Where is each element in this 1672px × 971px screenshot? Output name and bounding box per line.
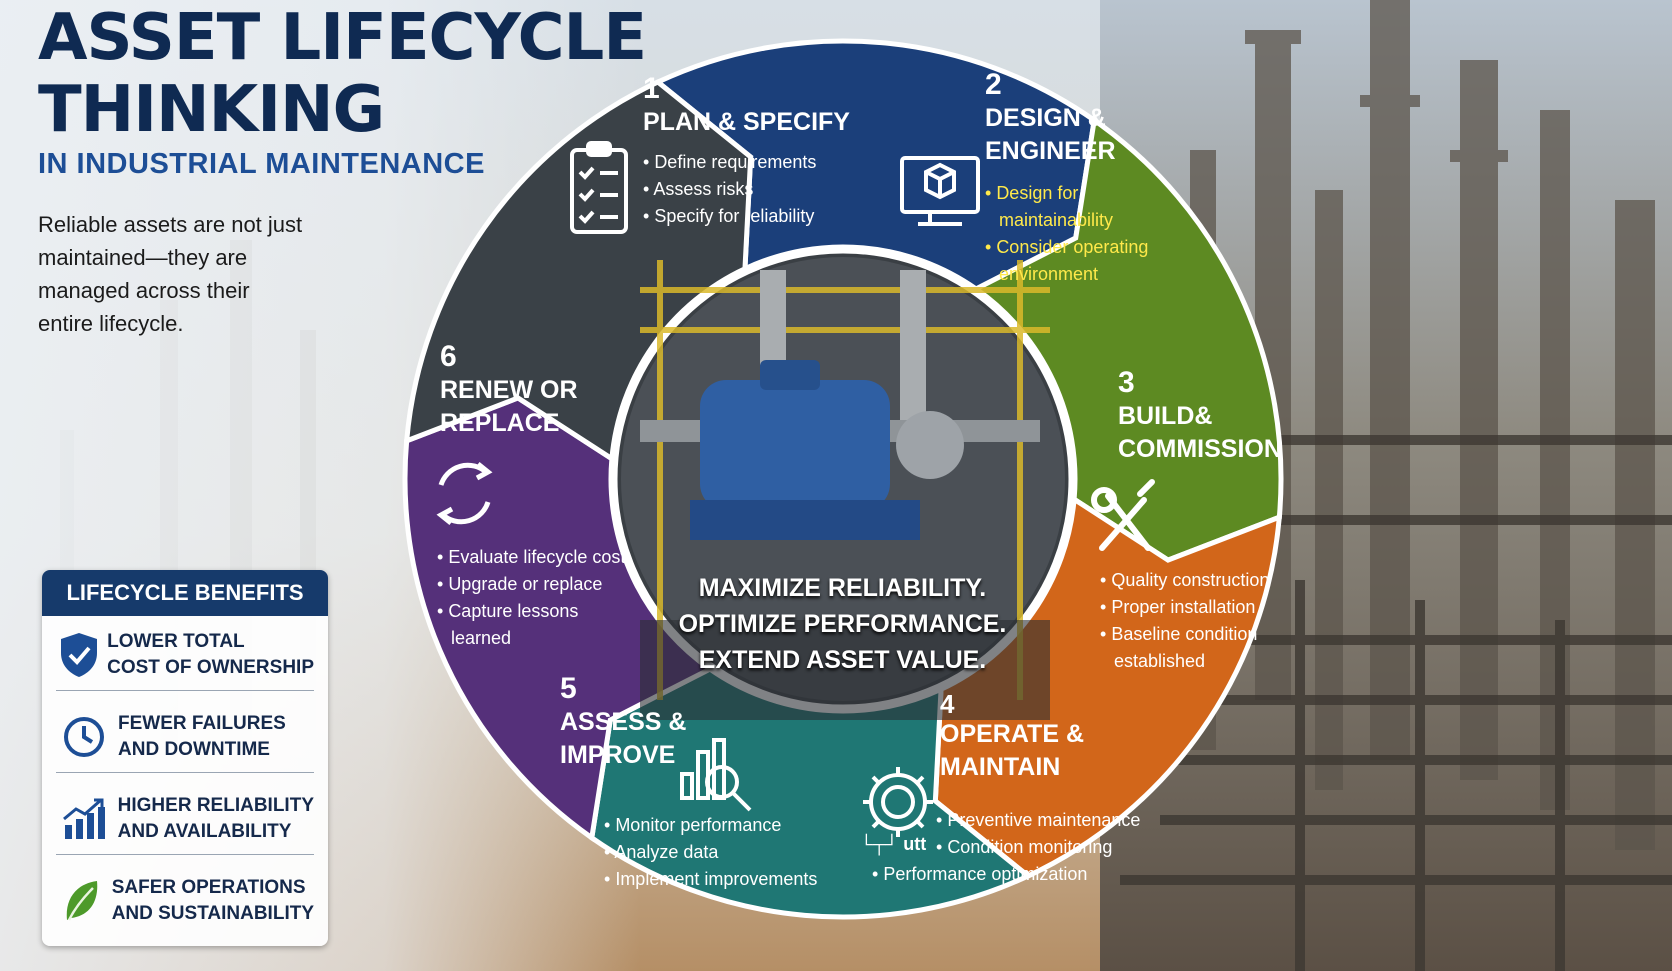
page-subtitle: IN INDUSTRIAL MAINTENANCE (38, 148, 485, 180)
bullet-item: environment (999, 264, 1099, 284)
clipboard-checklist-icon (570, 141, 628, 234)
slogan-line: EXTEND ASSET VALUE. (698, 646, 987, 674)
benefits-heading: LIFECYCLE BENEFITS (42, 570, 328, 616)
benefit-line: AND AVAILABILITY (117, 821, 292, 842)
stage-title: IMPROVE (560, 741, 676, 769)
page-title: ASSET LIFECYCLE THINKING (38, 1, 647, 147)
stage-title: REPLACE (440, 409, 560, 437)
stage-title: ASSESS & (560, 708, 687, 736)
benefit-line: AND SUSTAINABILITY (111, 903, 314, 924)
segment-design-engineer (971, 115, 1284, 563)
bullet-item: Specify for reliability (643, 203, 850, 230)
bar-chart-up-icon (56, 791, 112, 847)
benefit-line: SAFER OPERATIONS (111, 877, 306, 898)
slogan-line: MAXIMIZE RELIABILITY. (698, 574, 987, 602)
bullet-item: learned (451, 628, 512, 648)
bullet-item: Upgrade or replace (437, 571, 625, 598)
benefits-panel: LIFECYCLE BENEFITS LOWER TOTAL COST OF O… (42, 570, 328, 946)
bullet-item: Consider operating (985, 234, 1148, 261)
stage-4-icon-caption: └┬┘ utt (860, 834, 927, 854)
clock-icon (56, 709, 112, 765)
stage-title: DESIGN & (985, 104, 1106, 132)
bullet-item: Implement improvements (604, 866, 817, 893)
bullet-item: Capture lessons (437, 598, 625, 625)
wrench-screwdriver-icon (1091, 479, 1155, 551)
stage-title: BUILD& (1118, 402, 1213, 430)
bullet-item: Design for (985, 180, 1148, 207)
intro-line: managed across their (38, 278, 250, 303)
bullet-item: Evaluate lifecycle cost (437, 544, 625, 571)
stage-title: COMMISSION (1118, 435, 1282, 463)
benefit-label: LOWER TOTAL COST OF OWNERSHIP (107, 629, 314, 681)
stage-bullets: Design for maintainability Consider oper… (985, 180, 1148, 288)
stage-title: PLAN & SPECIFY (643, 108, 850, 136)
chart-magnifier-icon (680, 738, 752, 812)
stage-title: ENGINEER (985, 137, 1116, 165)
benefit-item: LOWER TOTAL COST OF OWNERSHIP (56, 620, 314, 691)
benefit-label: SAFER OPERATIONS AND SUSTAINABILITY (112, 875, 314, 927)
leaf-icon (56, 873, 106, 929)
bullet-item: Preventive maintenance (936, 807, 1140, 834)
intro-text: Reliable assets are not just maintained—… (38, 208, 338, 340)
stage-number: 6 (440, 340, 457, 373)
slogan-line: OPTIMIZE PERFORMANCE. (678, 610, 1007, 638)
stage-3-bullets: Quality construction Proper installation… (1100, 567, 1269, 675)
bullet-item: Assess risks (643, 176, 850, 203)
bullet-item: Define requirements (643, 149, 850, 176)
intro-line: maintained—they are (38, 245, 248, 270)
stage-title: MAINTAIN (940, 753, 1061, 781)
bullet-item: Performance optimization (872, 861, 1140, 888)
bullet-item: Monitor performance (604, 812, 817, 839)
stage-bullets: Define requirements Assess risks Specify… (643, 149, 850, 230)
benefit-item: HIGHER RELIABILITY AND AVAILABILITY (56, 784, 314, 855)
benefit-line: HIGHER RELIABILITY (117, 795, 314, 816)
stage-2-text: 2 DESIGN & ENGINEER Design for maintaina… (985, 68, 1148, 288)
stage-number: 5 (560, 672, 577, 705)
stage-title: OPERATE & (940, 720, 1084, 748)
bullet-item: Condition monitoring (936, 834, 1140, 861)
bullet-item: Analyze data (604, 839, 817, 866)
stage-1-text: 1 PLAN & SPECIFY Define requirements Ass… (643, 72, 850, 230)
bullet-item: Baseline condition (1100, 621, 1269, 648)
stage-5-bullets: Monitor performance Analyze data Impleme… (604, 812, 817, 893)
bullet-item: maintainability (999, 210, 1114, 230)
stage-4-bullets: Preventive maintenance Condition monitor… (883, 807, 1140, 888)
intro-line: entire lifecycle. (38, 311, 184, 336)
benefit-line: AND DOWNTIME (118, 739, 270, 760)
bullet-item: established (1114, 651, 1206, 671)
stage-5-text: 5 ASSESS & IMPROVE (560, 672, 686, 772)
intro-line: Reliable assets are not just (38, 212, 303, 237)
benefit-line: COST OF OWNERSHIP (107, 657, 314, 678)
benefit-label: FEWER FAILURES AND DOWNTIME (118, 711, 286, 763)
stage-3-text: 3 BUILD& COMMISSION (1118, 366, 1282, 466)
benefit-line: FEWER FAILURES (118, 713, 286, 734)
center-slogan: MAXIMIZE RELIABILITY. OPTIMIZE PERFORMAN… (640, 570, 1045, 678)
stage-number: 3 (1118, 366, 1135, 399)
bullet-item: Quality construction (1100, 567, 1269, 594)
bullet-item: Proper installation (1100, 594, 1269, 621)
title-line-1: ASSET LIFECYCLE (38, 1, 647, 75)
title-line-2: THINKING (38, 73, 385, 147)
benefit-item: FEWER FAILURES AND DOWNTIME (56, 702, 314, 773)
gear-icon (863, 767, 933, 837)
refresh-cycle-icon (436, 462, 493, 525)
stage-6-text: 6 RENEW OR REPLACE (440, 340, 578, 440)
stage-title: RENEW OR (440, 376, 578, 404)
stage-number: 2 (985, 68, 1002, 101)
stage-number: 4 (940, 689, 955, 719)
stage-number: 1 (643, 72, 660, 105)
shield-check-icon (56, 627, 101, 683)
stage-4-text: 4 OPERATE & MAINTAIN (940, 690, 1084, 784)
cad-monitor-icon (900, 156, 980, 226)
benefit-label: HIGHER RELIABILITY AND AVAILABILITY (118, 793, 314, 845)
stage-6-bullets: Evaluate lifecycle cost Upgrade or repla… (437, 544, 625, 652)
center-photo (612, 248, 1074, 720)
benefit-item: SAFER OPERATIONS AND SUSTAINABILITY (56, 866, 314, 936)
benefit-line: LOWER TOTAL (107, 631, 245, 652)
